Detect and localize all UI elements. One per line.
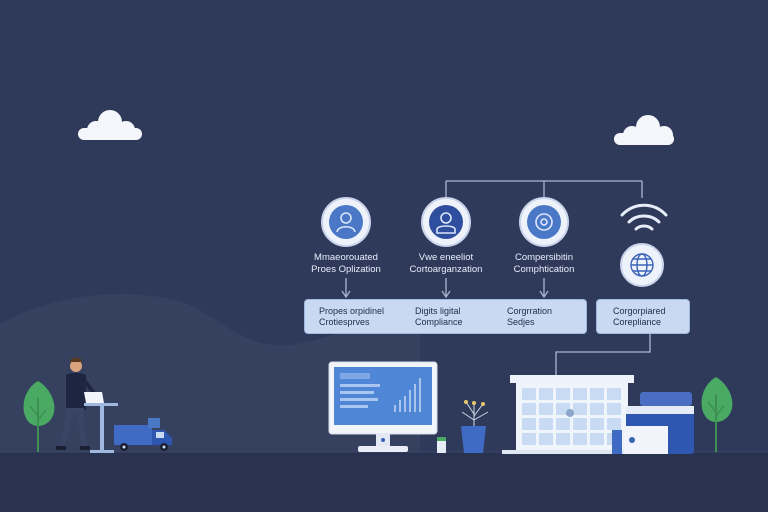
node-caption-line: Compersibitin bbox=[514, 252, 574, 263]
node-circle bbox=[321, 197, 371, 247]
standing-desk-illustration bbox=[84, 392, 118, 453]
process-cell-line: Compliance bbox=[415, 317, 463, 327]
person-illustration bbox=[56, 357, 98, 450]
process-bar: Propes orpidinel Crotiesprves Digits lig… bbox=[304, 299, 587, 334]
node-caption-line: Vwe eneeliot bbox=[418, 252, 474, 263]
node-caption-line: Mmaeorouated bbox=[314, 252, 378, 263]
connector-lines bbox=[341, 180, 651, 376]
node-circle bbox=[421, 197, 471, 247]
process-cell: Corgrration Sedjes bbox=[507, 306, 552, 328]
wifi-icon bbox=[620, 203, 668, 231]
cloud-icon bbox=[78, 110, 142, 140]
settings-icon bbox=[535, 213, 553, 231]
process-cell-line: Sedjes bbox=[507, 317, 535, 327]
ground bbox=[0, 452, 768, 512]
tree-illustration bbox=[701, 377, 733, 452]
node-caption-line: Cortoarganzation bbox=[409, 264, 483, 275]
compliance-text: Corgorpiared Corepliance bbox=[613, 306, 666, 328]
person-icon bbox=[436, 212, 456, 234]
background-hill bbox=[0, 294, 420, 460]
process-cell-line: Corgrration bbox=[507, 306, 553, 316]
node-circle bbox=[519, 197, 569, 247]
tree-illustration bbox=[23, 381, 55, 452]
process-cell-line: Crotiesprves bbox=[319, 317, 370, 327]
monitor-illustration bbox=[328, 361, 438, 452]
process-cell-line: Propes orpidinel bbox=[319, 306, 385, 316]
cup-illustration bbox=[437, 437, 446, 453]
compliance-line: Corepliance bbox=[613, 317, 662, 327]
briefcase-illustration bbox=[612, 392, 694, 454]
compliance-line: Corgorpiared bbox=[613, 306, 666, 316]
truck-illustration bbox=[114, 418, 172, 451]
plant-pot-illustration bbox=[461, 400, 489, 453]
node-caption: Mmaeorouated Proes Oplization bbox=[296, 252, 396, 276]
globe-icon bbox=[630, 253, 654, 277]
user-icon bbox=[336, 212, 356, 233]
process-cell: Digits ligital Compliance bbox=[415, 306, 463, 328]
node-caption-line: Comphtication bbox=[513, 264, 575, 275]
process-cell-line: Digits ligital bbox=[415, 306, 461, 316]
node-caption: Vwe eneeliot Cortoarganzation bbox=[396, 252, 496, 276]
process-cell: Propes orpidinel Crotiesprves bbox=[319, 306, 384, 328]
cloud-icon bbox=[614, 115, 674, 145]
node-caption: Compersibitin Comphtication bbox=[494, 252, 594, 276]
building-illustration bbox=[502, 375, 642, 454]
node-caption-line: Proes Oplization bbox=[311, 264, 381, 275]
compliance-box: Corgorpiared Corepliance bbox=[596, 299, 690, 334]
laptop-icon bbox=[84, 392, 104, 403]
